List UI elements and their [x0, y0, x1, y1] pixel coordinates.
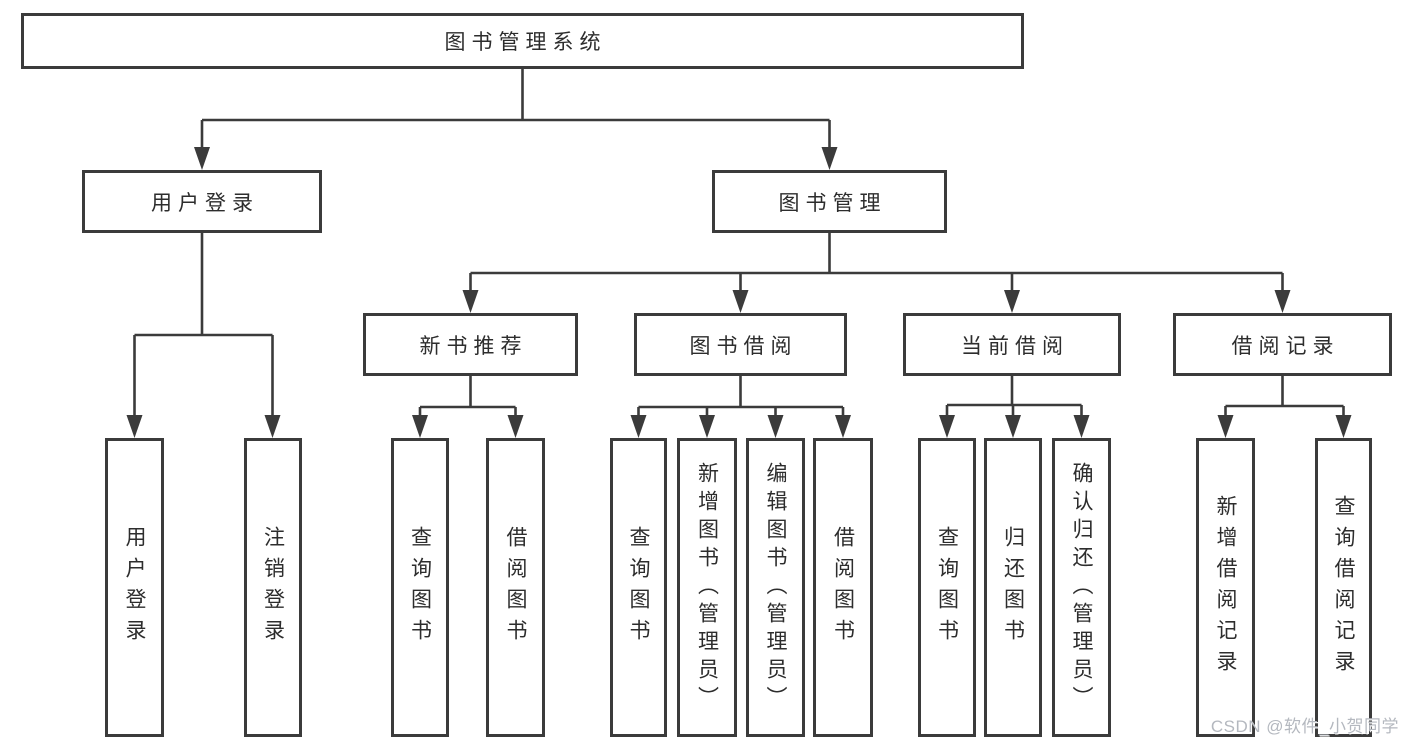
node-book-borrowing: 图书借阅: [634, 313, 847, 376]
node-confirm-return-admin: 确认归还（管理员）: [1052, 438, 1111, 737]
node-label: 查询图书: [935, 525, 959, 650]
node-label: 用户登录: [123, 525, 146, 650]
node-label: 确认归还（管理员）: [1070, 461, 1093, 714]
arrow-down-icon: [412, 415, 428, 438]
connector-current-borrowing-branch: [945, 376, 1083, 418]
node-label: 新书推荐: [419, 334, 528, 358]
node-borrow-books-recommend: 借阅图书: [486, 438, 545, 737]
arrow-down-icon: [630, 415, 647, 438]
node-label: 图书借阅: [689, 334, 798, 358]
csdn-watermark: CSDN @软件_小贺同学: [1210, 717, 1399, 736]
node-label: 编辑图书（管理员）: [764, 461, 787, 714]
node-edit-books-admin: 编辑图书（管理员）: [746, 438, 805, 737]
node-label: 查询图书: [627, 525, 650, 650]
node-library-management-system: 图书管理系统: [21, 13, 1024, 69]
node-label: 图书管理系统: [444, 31, 607, 54]
arrow-down-icon: [264, 415, 281, 438]
connector-book-management-branch: [469, 233, 1284, 293]
node-return-books: 归还图书: [984, 438, 1042, 737]
node-label: 借阅图书: [504, 525, 527, 650]
node-query-books-borrowing: 查询图书: [610, 438, 667, 737]
node-label: 借阅图书: [831, 525, 855, 650]
node-user-login-leaf: 用户登录: [105, 438, 164, 737]
arrow-down-icon: [126, 415, 143, 438]
node-borrow-books-leaf: 借阅图书: [813, 438, 873, 737]
arrow-down-icon: [699, 415, 715, 438]
arrow-down-icon: [821, 147, 838, 170]
node-label: 查询借阅记录: [1332, 494, 1355, 681]
node-label: 注销登录: [261, 525, 285, 650]
node-label: 新增图书（管理员）: [695, 461, 719, 714]
arrow-down-icon: [835, 415, 851, 438]
connector-new-book-recommendation-branch: [418, 376, 517, 418]
arrow-down-icon: [462, 290, 479, 313]
arrow-down-icon: [1004, 290, 1020, 313]
connector-user-login-branch: [133, 233, 274, 418]
node-query-books-recommend: 查询图书: [391, 438, 449, 737]
arrow-down-icon: [939, 415, 955, 438]
connector-borrowing-records-branch: [1224, 376, 1345, 418]
node-query-books-current: 查询图书: [918, 438, 976, 737]
node-label: 用户登录: [151, 191, 259, 215]
node-label: 归还图书: [1001, 525, 1025, 650]
connector-book-borrowing-branch: [637, 376, 845, 418]
arrow-down-icon: [194, 147, 210, 170]
node-current-borrowing: 当前借阅: [903, 313, 1121, 376]
arrow-down-icon: [507, 415, 524, 438]
arrow-down-icon: [1274, 290, 1291, 313]
node-borrowing-records: 借阅记录: [1173, 313, 1392, 376]
arrow-down-icon: [1217, 415, 1234, 438]
connector-root: [200, 69, 831, 150]
arrow-down-icon: [1335, 415, 1352, 438]
node-add-books-admin: 新增图书（管理员）: [677, 438, 737, 737]
node-book-management: 图书管理: [712, 170, 947, 233]
node-label: 查询图书: [408, 525, 432, 650]
node-add-borrow-record: 新增借阅记录: [1196, 438, 1255, 737]
node-new-book-recommendation: 新书推荐: [363, 313, 578, 376]
node-logout-login: 注销登录: [244, 438, 302, 737]
arrow-down-icon: [732, 290, 749, 313]
node-label: 借阅记录: [1231, 334, 1340, 358]
arrow-down-icon: [1005, 415, 1021, 438]
node-label: 图书管理: [778, 191, 887, 215]
node-user-login: 用户登录: [82, 170, 322, 233]
arrow-down-icon: [1073, 415, 1090, 438]
arrowheads: [126, 147, 1352, 438]
node-label: 当前借阅: [961, 334, 1069, 358]
node-label: 新增借阅记录: [1214, 494, 1237, 681]
arrow-down-icon: [767, 415, 784, 438]
node-query-borrow-record: 查询借阅记录: [1315, 438, 1372, 737]
